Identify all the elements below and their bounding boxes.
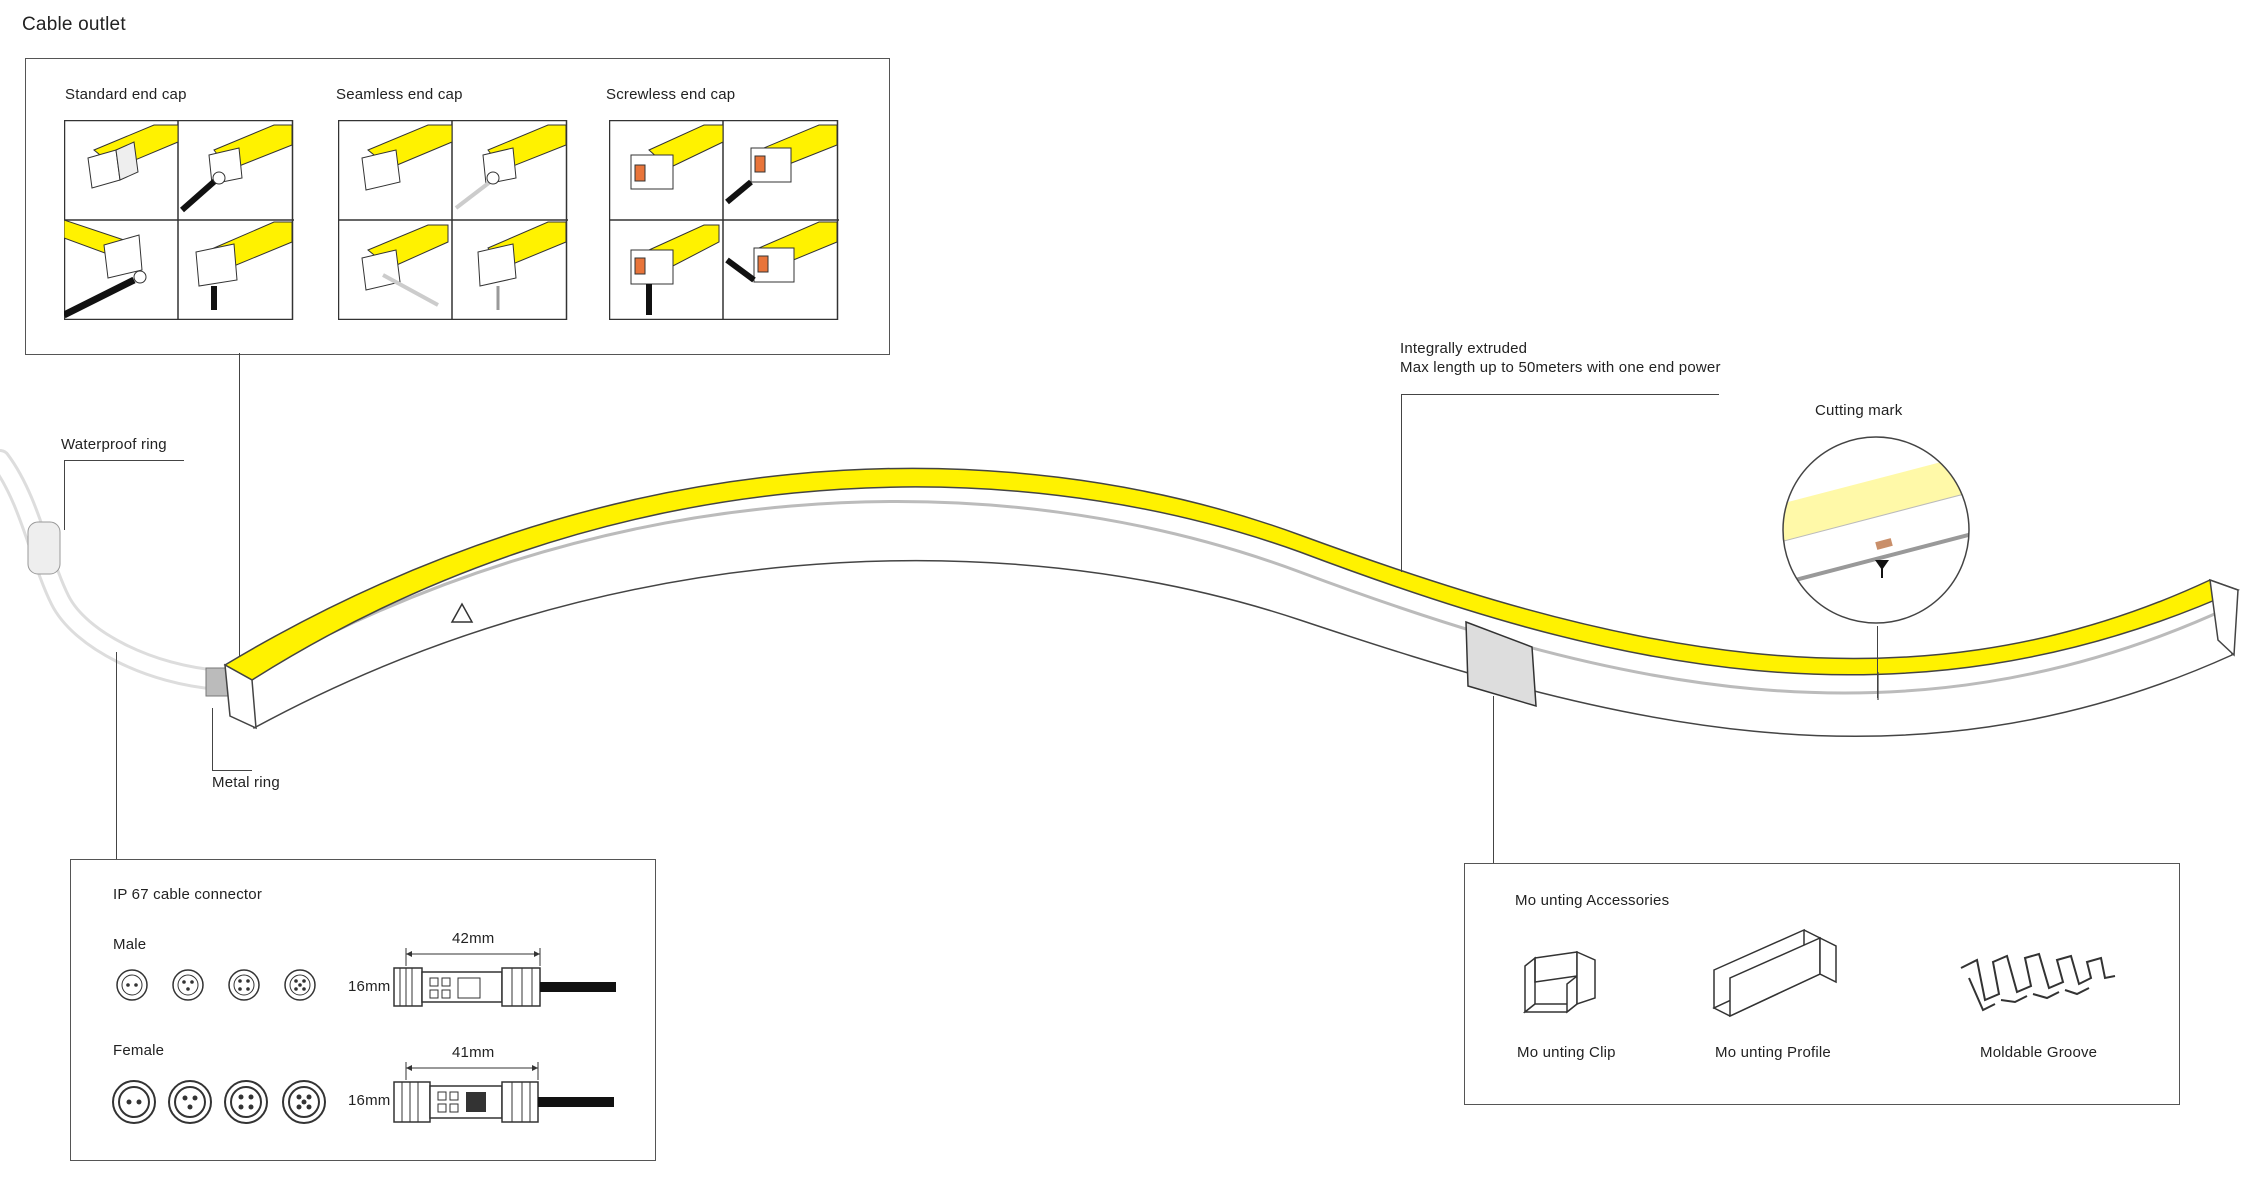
ip67-connector-panel [70, 859, 656, 1161]
mounting-clip-icon [1522, 950, 1596, 1014]
male-height-dim: 16mm [348, 978, 391, 995]
metal-ring-label: Metal ring [212, 774, 280, 791]
male-4pin-icon [228, 969, 260, 1001]
integrally-extruded-label: Integrally extruded [1400, 340, 1528, 357]
female-4pin-icon [224, 1080, 268, 1124]
moldable-groove-label: Moldable Groove [1980, 1044, 2098, 1061]
screwless-end-cap-label: Screwless end cap [606, 86, 736, 103]
ip67-title: IP 67 cable connector [113, 886, 263, 903]
female-3pin-icon [168, 1080, 212, 1124]
standard-end-cap-grid [64, 120, 294, 320]
mounting-leader [1493, 696, 1495, 864]
mounting-clip-on-strip-icon [1465, 620, 1537, 708]
waterproof-ring-icon [27, 521, 61, 575]
female-pins-row [112, 1080, 326, 1124]
mounting-clip-label: Mo unting Clip [1517, 1044, 1616, 1061]
female-width-dim: 41mm [452, 1044, 495, 1061]
waterproof-ring-leader-h [64, 460, 184, 462]
page-title: Cable outlet [22, 14, 126, 35]
male-3pin-icon [172, 969, 204, 1001]
male-label: Male [113, 936, 147, 953]
ip67-leader [116, 652, 118, 860]
strip-end-face [224, 663, 257, 730]
mounting-profile-label: Mo unting Profile [1715, 1044, 1831, 1061]
led-neon-strip [0, 449, 2241, 737]
male-2pin-icon [116, 969, 148, 1001]
max-length-label: Max length up to 50meters with one end p… [1400, 359, 1721, 376]
integrally-leader-v [1401, 394, 1403, 572]
female-label: Female [113, 1042, 165, 1059]
seamless-end-cap-grid [338, 120, 568, 320]
cutting-mark-leader [1877, 626, 1879, 698]
metal-ring-leader-h [212, 770, 252, 772]
male-width-dim: 42mm [452, 930, 495, 947]
male-connector-icon [393, 948, 616, 1007]
cable-outlet-leader [239, 353, 241, 665]
female-connector-icon [393, 1062, 614, 1123]
mounting-title: Mo unting Accessories [1515, 892, 1670, 909]
male-pins-row [116, 969, 316, 1001]
cut-mark-icon [1875, 538, 1893, 550]
waterproof-ring-label: Waterproof ring [61, 436, 167, 453]
male-5pin-icon [284, 969, 316, 1001]
moldable-groove-icon [1960, 952, 2116, 1012]
strip-end-icon [87, 124, 179, 189]
mounting-profile-icon [1712, 928, 1837, 1018]
female-height-dim: 16mm [348, 1092, 391, 1109]
metal-ring-leader-v [212, 708, 214, 770]
female-5pin-icon [282, 1080, 326, 1124]
female-2pin-icon [112, 1080, 156, 1124]
cutting-mark-zoom [1782, 436, 1970, 624]
integrally-leader-h [1401, 394, 1719, 396]
seamless-end-cap-label: Seamless end cap [336, 86, 463, 103]
standard-end-cap-label: Standard end cap [65, 86, 187, 103]
cutting-mark-label: Cutting mark [1815, 402, 1903, 419]
screwless-end-cap-grid [609, 120, 839, 320]
warning-icon [450, 602, 474, 623]
waterproof-ring-leader-v [64, 460, 66, 530]
